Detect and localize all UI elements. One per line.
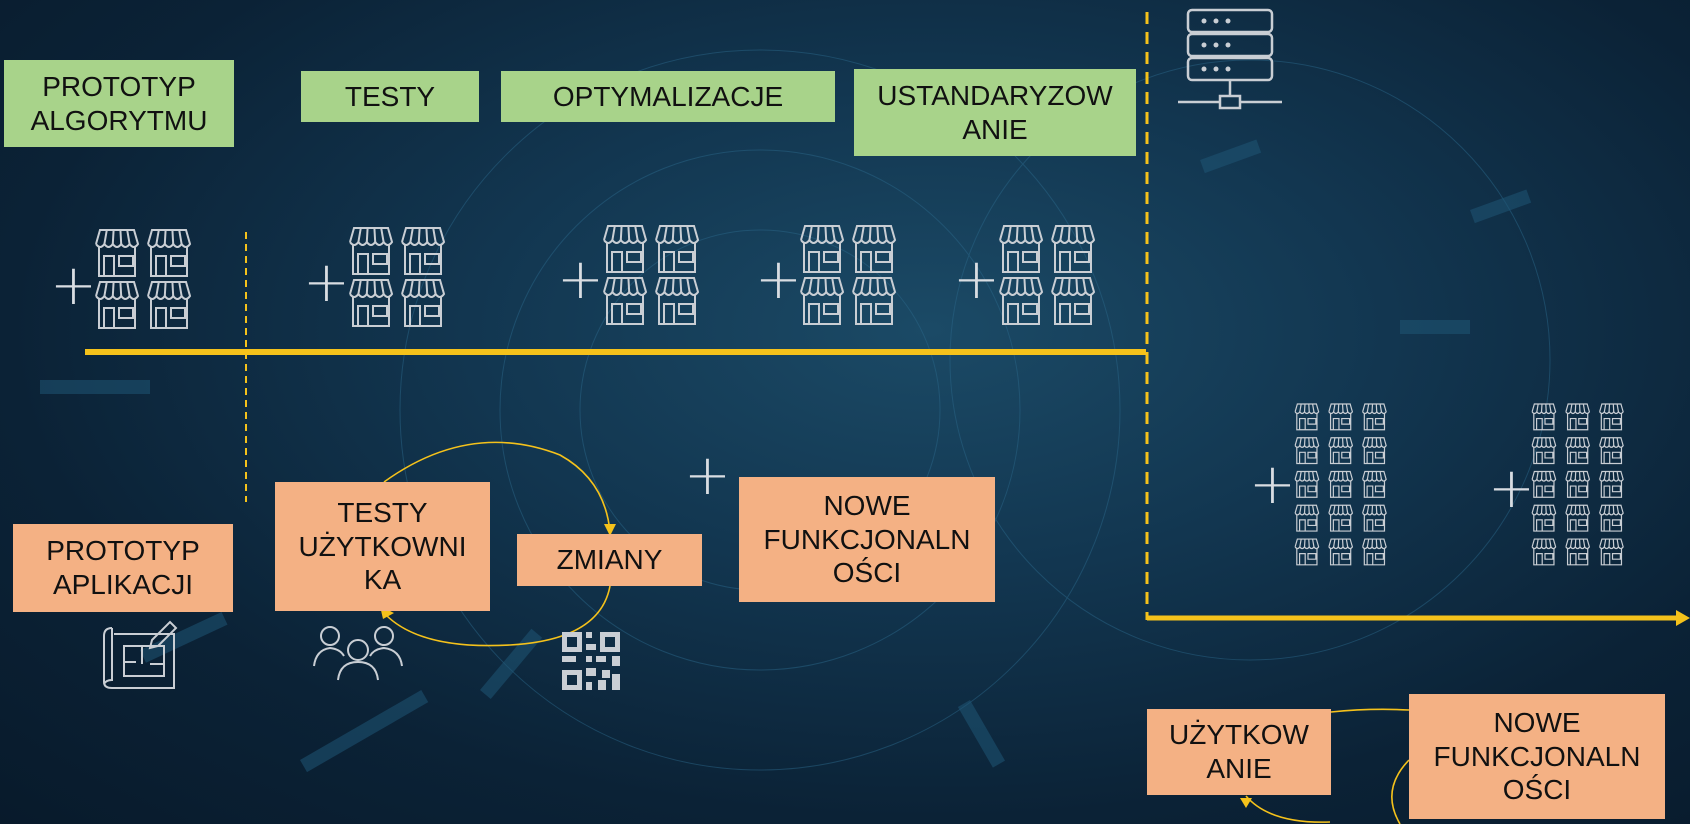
store-icon [1294, 470, 1320, 498]
store-icon [1565, 538, 1591, 566]
store-icon [1328, 403, 1354, 431]
store-icon [147, 229, 192, 277]
store-icon [401, 227, 446, 275]
qr-code-icon [562, 632, 620, 690]
plus-sign: + [684, 443, 731, 508]
store-icon [852, 277, 897, 325]
loop-arrow [384, 585, 611, 647]
store-icon [1362, 538, 1387, 566]
store-icon [147, 281, 192, 329]
store-icon [1328, 437, 1354, 465]
store-icon [655, 225, 700, 273]
store-grid-icon [800, 225, 897, 325]
store-icon [1362, 403, 1387, 431]
store-grid-icon [1294, 403, 1387, 566]
plus-sign: + [755, 247, 802, 312]
store-icon [1362, 504, 1387, 532]
store-icon [401, 279, 446, 327]
store-grid-icon [95, 229, 192, 329]
store-icon [1328, 538, 1354, 566]
store-icon [1565, 470, 1591, 498]
store-icon [1565, 403, 1591, 431]
plus-sign: + [1488, 456, 1535, 521]
store-icon [1328, 470, 1354, 498]
store-icon [95, 229, 140, 277]
step-prototype-application: PROTOTYP APLIKACJI [13, 524, 233, 612]
store-grid-icon [999, 225, 1096, 325]
store-icon [1531, 538, 1557, 566]
store-icon [1531, 470, 1557, 498]
loop-arrowhead [1240, 798, 1252, 808]
store-icon [1328, 504, 1354, 532]
store-icon [999, 277, 1044, 325]
store-icon [1294, 538, 1320, 566]
step-prototype-algorithm: PROTOTYP ALGORYTMU [4, 60, 234, 147]
server-icon [1178, 8, 1282, 110]
step-optimizations: OPTYMALIZACJE [501, 71, 835, 122]
store-grid-icon [1531, 403, 1624, 566]
plus-sign: + [557, 247, 604, 312]
step-standardization: USTANDARYZOW ANIE [854, 69, 1136, 156]
store-icon [349, 227, 394, 275]
store-icon [603, 225, 648, 273]
store-icon [1565, 437, 1591, 465]
store-icon [95, 281, 140, 329]
plus-sign: + [1249, 452, 1296, 517]
store-icon [655, 277, 700, 325]
store-grid-icon [349, 227, 446, 327]
loop-arrowhead [604, 524, 616, 536]
store-icon [1599, 504, 1624, 532]
store-icon [1362, 470, 1387, 498]
step-changes: ZMIANY [517, 534, 702, 586]
store-icon [1599, 538, 1624, 566]
store-icon [999, 225, 1044, 273]
store-icon [1294, 403, 1320, 431]
store-icon [349, 279, 394, 327]
store-icon [1565, 504, 1591, 532]
store-icon [1051, 277, 1096, 325]
step-new-features: NOWE FUNKCJONALN OŚCI [739, 477, 995, 602]
store-icon [1599, 403, 1624, 431]
loop-arrow [1245, 795, 1331, 823]
store-icon [1531, 403, 1557, 431]
store-icon [1051, 225, 1096, 273]
step-tests: TESTY [301, 71, 479, 122]
plus-sign: + [953, 247, 1000, 312]
store-icon [1294, 437, 1320, 465]
store-icon [603, 277, 648, 325]
store-icon [1531, 437, 1557, 465]
loop-arrow [1391, 759, 1410, 824]
store-icon [1599, 437, 1624, 465]
store-icon [800, 225, 845, 273]
loop-arrow [383, 441, 611, 533]
store-icon [1362, 437, 1387, 465]
loop-arrow [1330, 708, 1410, 713]
store-icon [852, 225, 897, 273]
axis-arrowhead [1676, 610, 1690, 626]
plus-sign: + [50, 253, 97, 318]
store-grid-icon [603, 225, 700, 325]
store-icon [1531, 504, 1557, 532]
users-icon [313, 626, 403, 681]
store-icon [1294, 504, 1320, 532]
step-new-features-right: NOWE FUNKCJONALN OŚCI [1409, 694, 1665, 819]
step-usage: UŻYTKOW ANIE [1147, 709, 1331, 795]
store-icon [1599, 470, 1624, 498]
blueprint-icon [103, 620, 178, 689]
plus-sign: + [303, 250, 350, 315]
step-user-tests: TESTY UŻYTKOWNI KA [275, 482, 490, 611]
store-icon [800, 277, 845, 325]
